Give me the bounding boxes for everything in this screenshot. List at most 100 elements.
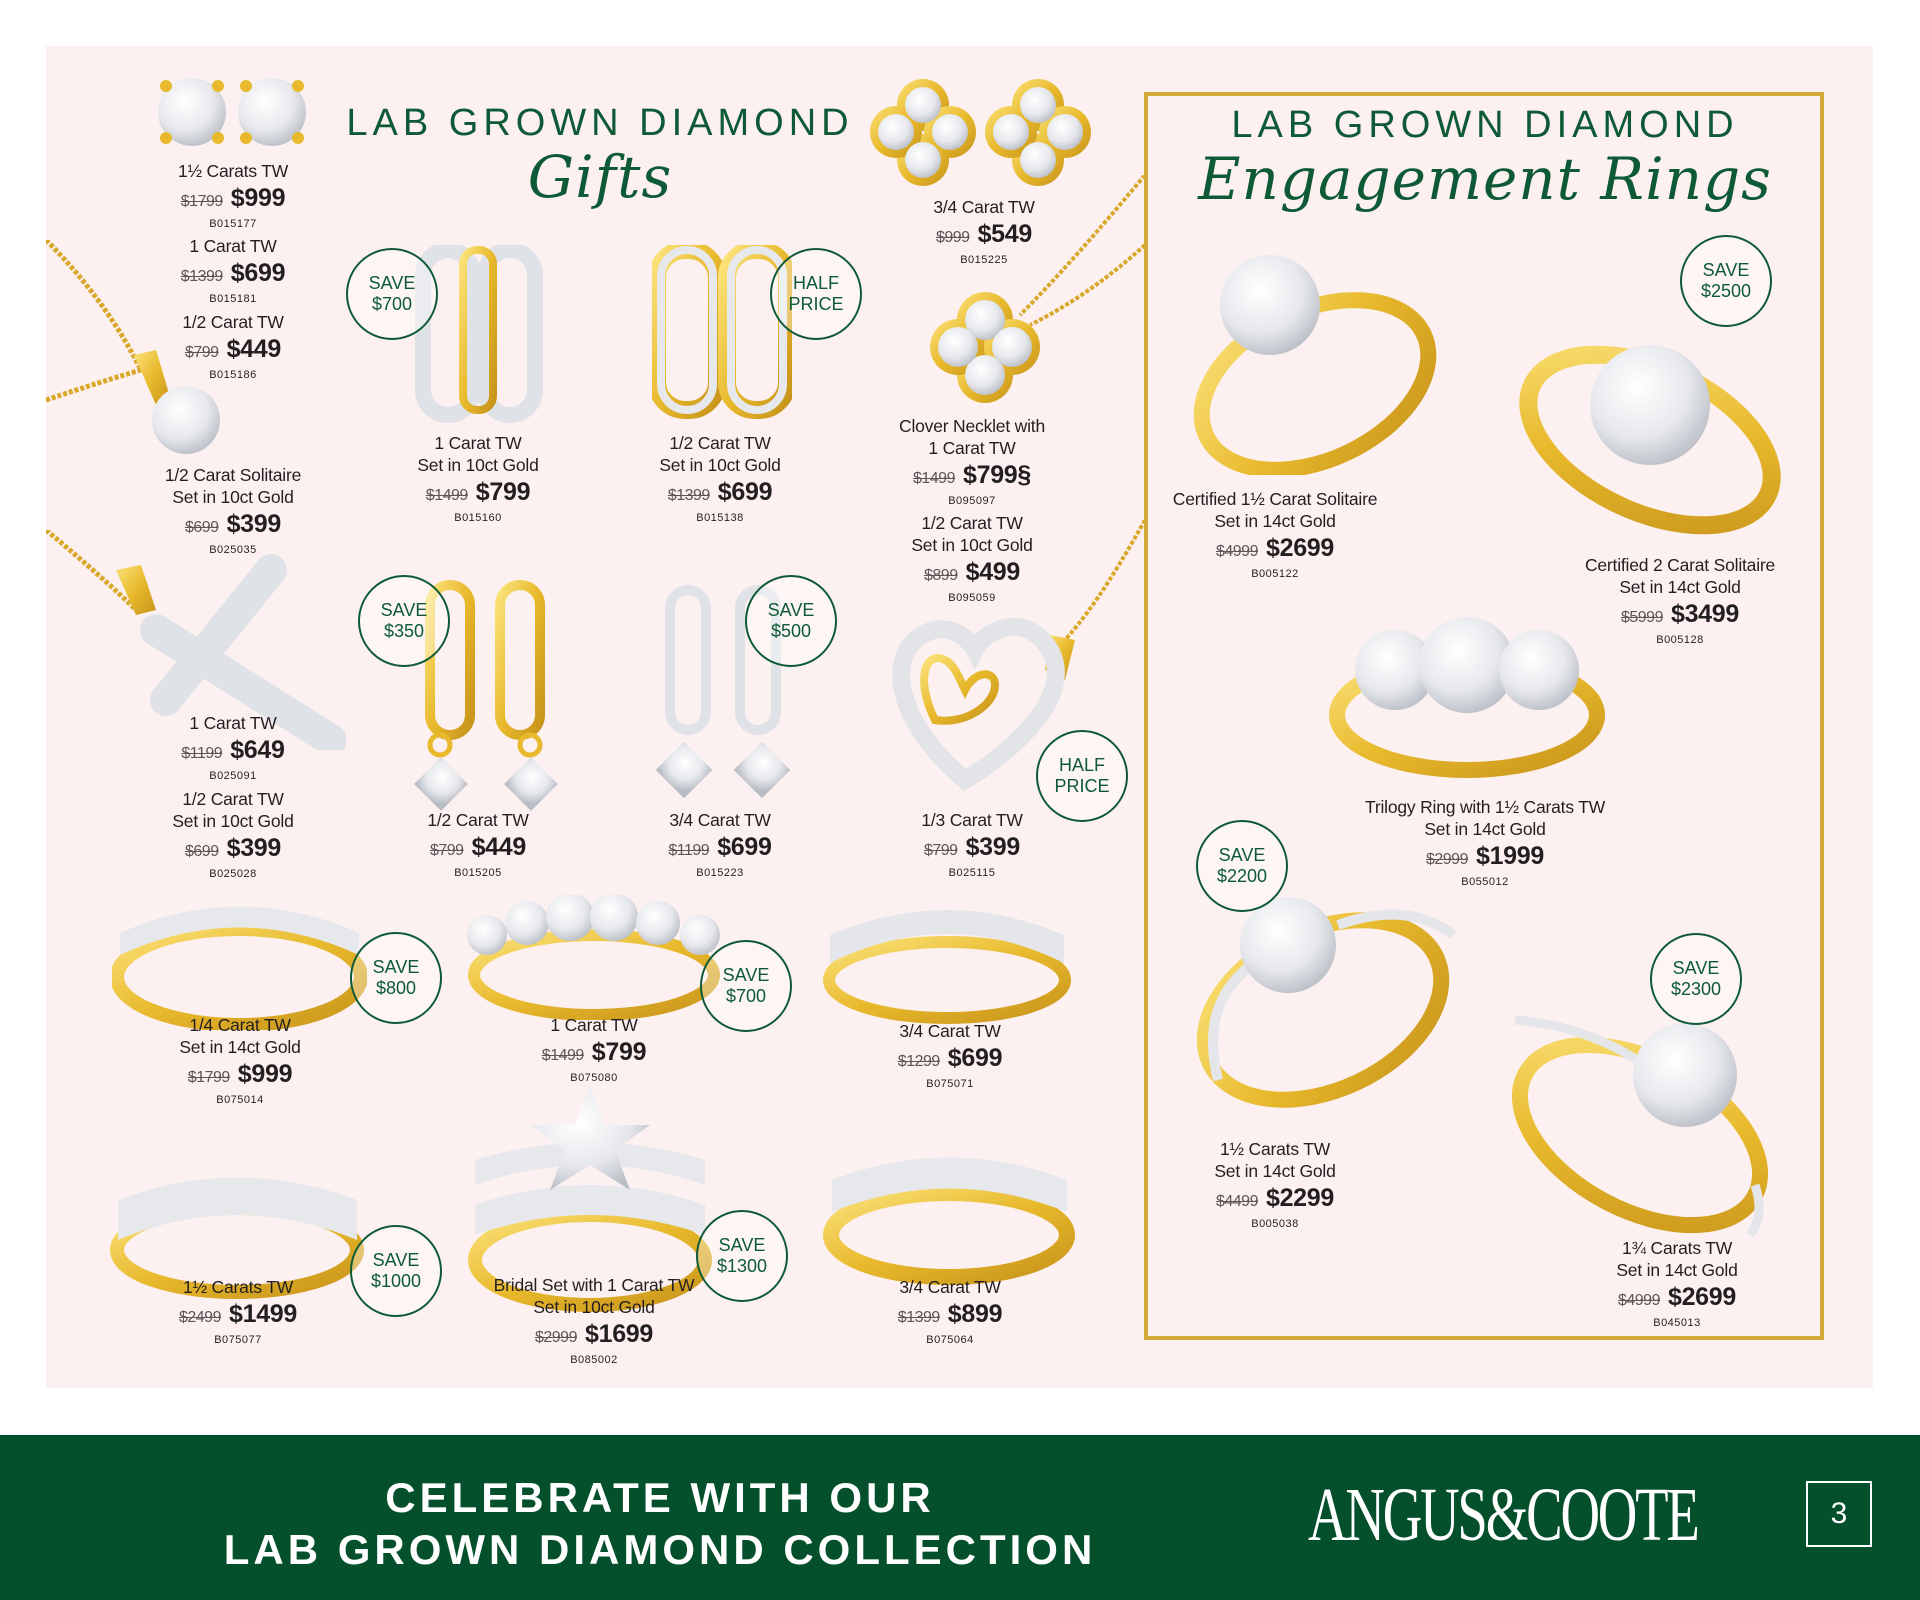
product-prices: $2999$1999 [1365,841,1605,875]
original-price: $2999 [1425,851,1469,868]
heart-necklace-image [892,520,1145,792]
badge-text: $1300 [716,1256,768,1276]
footer-tagline-line1: CELEBRATE WITH OUR [385,1474,935,1521]
channel-hoop-earrings-image [652,245,792,419]
product-sku: B025091 [209,770,257,782]
savings-badge: SAVE$2200 [1196,820,1288,912]
product-description: 1/2 Carat Solitaire [164,465,302,485]
product-sku: B055012 [1461,876,1509,888]
sale-price: $399 [965,833,1021,861]
product-description: 1¾ Carats TW [1621,1238,1733,1258]
product-sku: B025035 [209,544,257,556]
sale-price: $399 [226,510,282,538]
badge-text: PRICE [1054,776,1110,796]
product-description: 1/2 Carat TW [182,312,284,332]
badge-text: SAVE [722,965,770,985]
product-description: Certified 1½ Carat Solitaire [1172,489,1378,509]
product-sku: B075064 [926,1334,974,1346]
original-price: $2999 [534,1329,578,1346]
badge-text: SAVE [368,273,416,293]
product-description: Bridal Set with 1 Carat TW [493,1275,695,1295]
badge-text: $2500 [1700,281,1752,301]
product-sku: B075014 [216,1094,264,1106]
original-price: $799 [923,842,958,859]
badge-text: PRICE [788,294,844,314]
savings-badge: SAVE$350 [358,575,450,667]
original-price: $4999 [1215,543,1259,560]
original-price: $899 [923,567,958,584]
product-sku: B095059 [948,592,996,604]
badge-text: SAVE [1702,260,1750,280]
original-price: $1799 [187,1069,231,1086]
channel-shoulder-solitaire-image [1511,1015,1769,1238]
channel-set-band-image [823,1157,1075,1285]
gifts-heading: LAB GROWN DIAMOND Gifts [340,102,860,209]
product-description: Set in 10ct Gold [417,455,539,475]
sale-price: $799 [475,478,531,506]
savings-badge: SAVE$700 [700,940,792,1032]
product-description: 1/2 Carat TW [182,789,284,809]
product-description: Set in 14ct Gold [1424,819,1546,839]
sale-price: $699 [717,833,772,861]
original-price: $799 [184,344,219,361]
product-sku: B015186 [209,369,257,381]
clover-earrings-image [870,79,1091,186]
product-description: Set in 10ct Gold [172,811,294,831]
product-description: 1 Carat TW [189,713,277,733]
badge-text: SAVE [372,957,420,977]
product-description: Trilogy Ring with 1½ Carats TW [1364,797,1606,817]
two-carat-solitaire-ring-image [1519,345,1781,535]
product-description: 1/3 Carat TW [921,810,1023,830]
product-prices: $1399$899 [898,1299,1003,1333]
sale-price: $549 [977,220,1033,248]
badge-text: $2200 [1216,866,1268,886]
product-sku: B025115 [948,867,996,879]
solitaire-necklace-image [46,240,220,454]
product-prices: $4999 $2699 [1616,1282,1737,1316]
product-prices: $1399$699 [659,477,780,511]
original-price: $1199 [668,842,710,859]
stud-earrings-image [158,78,306,146]
sale-price: $799§ [962,461,1032,489]
original-price: $4999 [1617,1292,1661,1309]
sale-price: $699 [230,259,286,287]
badge-text: SAVE [372,1250,420,1270]
product-description: Clover Necklet with [899,416,1045,436]
product-prices: $799 $399 [921,832,1022,866]
page-number: 3 [1806,1481,1872,1547]
sale-price: $2699 [1667,1283,1737,1311]
product-description: 1/4 Carat TW [189,1015,291,1035]
angus-coote-logo: ANGUS&COOTE [1308,1473,1700,1557]
product-description: Set in 10ct Gold [659,455,781,475]
product-description: 1 Carat TW [928,438,1016,458]
product-sku: B085002 [570,1354,618,1366]
product-prices: $2499$1499 [179,1299,297,1333]
footer-banner: CELEBRATE WITH OUR LAB GROWN DIAMOND COL… [0,1435,1920,1600]
engagement-rings-panel [1144,92,1824,1340]
engagement-heading-caps: LAB GROWN DIAMOND [1231,104,1739,146]
sale-price: $799 [591,1038,647,1066]
product-description: 1 Carat TW [550,1015,638,1035]
savings-badge: SAVE$1300 [696,1210,788,1302]
product-sku: B025028 [209,868,257,880]
original-price: $699 [184,519,219,536]
savings-badge: SAVE$1000 [350,1225,442,1317]
cluster-band-ring-image [467,895,720,1020]
savings-badge: SAVE$500 [745,575,837,667]
product-description: Set in 10ct Gold [533,1297,655,1317]
sale-price: $699 [717,478,773,506]
